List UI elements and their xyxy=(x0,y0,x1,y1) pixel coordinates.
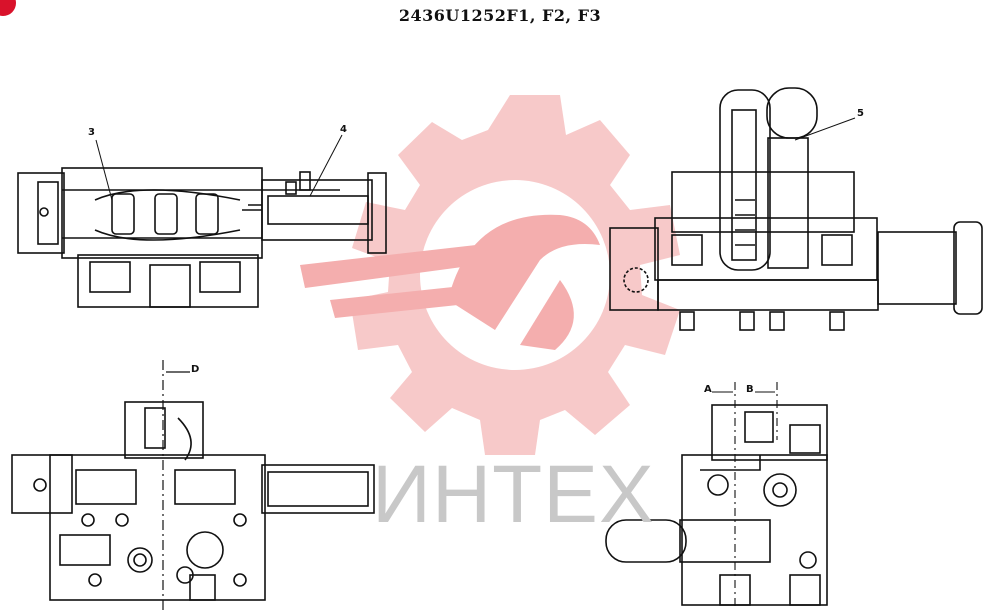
section-label-a: A xyxy=(704,384,712,395)
watermark-text: ИНТЕХ xyxy=(372,449,655,540)
drawing-title: 2436U1252F1, F2, F3 xyxy=(398,6,602,25)
part-label-3: 3 xyxy=(88,127,95,138)
section-label-d: D xyxy=(191,364,200,375)
leader-4 xyxy=(309,134,343,197)
corner-badge xyxy=(0,0,16,16)
valve-bottom-left xyxy=(11,401,375,601)
valve-top-right xyxy=(609,87,983,331)
watermark-gear-icon xyxy=(300,95,680,455)
leader-5 xyxy=(794,117,856,141)
valve-bottom-right xyxy=(605,404,828,606)
valve-top-left xyxy=(17,167,387,308)
part-label-5: 5 xyxy=(857,108,864,119)
leader-3 xyxy=(95,139,113,201)
section-label-b: B xyxy=(746,384,754,395)
part-label-4: 4 xyxy=(340,124,347,135)
